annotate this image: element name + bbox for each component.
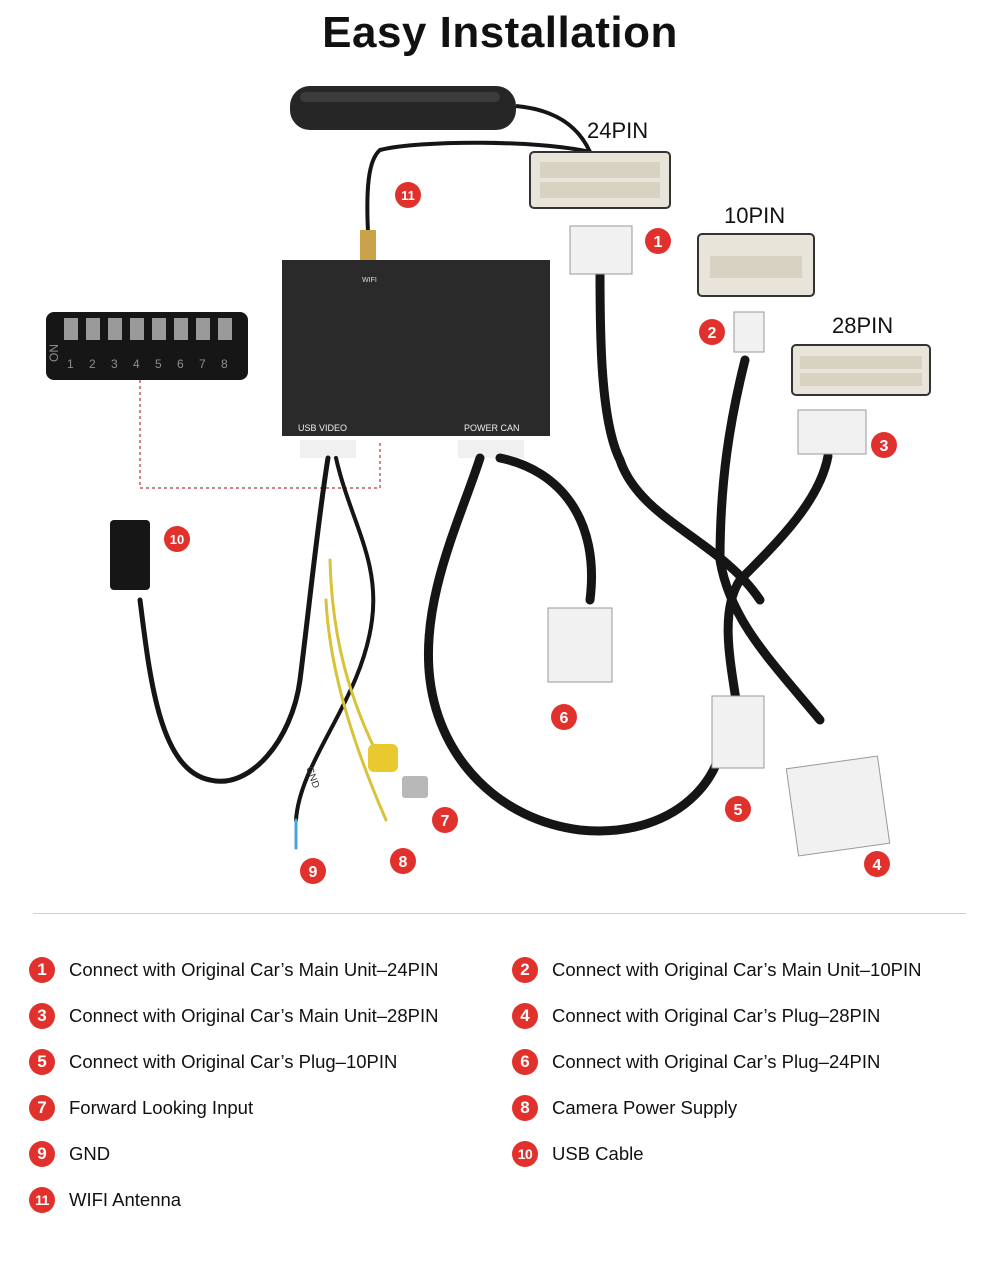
dip-number: 6	[177, 357, 184, 371]
legend-text: USB Cable	[552, 1143, 644, 1164]
dip-switch: ON 1 2 3 4 5 6 7 8	[46, 312, 381, 489]
legend-text: Camera Power Supply	[552, 1097, 738, 1118]
legend-badge: 2	[512, 957, 538, 983]
legend-badge: 3	[29, 1003, 55, 1029]
usb-video-label: USB VIDEO	[298, 423, 347, 433]
legend-item: 3 Connect with Original Car’s Main Unit–…	[29, 1003, 438, 1029]
legend-text: Connect with Original Car’s Main Unit–10…	[552, 959, 922, 980]
power-can-label: POWER CAN	[464, 423, 520, 433]
page-title: Easy Installation	[322, 8, 678, 57]
dip-number: 1	[67, 357, 74, 371]
legend-item: 5 Connect with Original Car’s Plug–10PIN	[29, 1049, 397, 1075]
legend-item: 8 Camera Power Supply	[512, 1095, 737, 1121]
marker-7: 7	[432, 807, 458, 833]
dip-number: 7	[199, 357, 206, 371]
svg-text:11: 11	[401, 188, 415, 203]
legend-item: 6 Connect with Original Car’s Plug–24PIN	[512, 1049, 880, 1075]
marker-11: 11	[395, 182, 421, 208]
dip-on-label: ON	[47, 344, 61, 362]
power-can-harness	[423, 265, 833, 836]
legend-text: WIFI Antenna	[69, 1189, 182, 1210]
legend-item: 10 USB Cable	[512, 1141, 644, 1167]
section-divider	[33, 913, 966, 914]
marker-2: 2	[699, 319, 725, 345]
legend-badge: 9	[29, 1141, 55, 1167]
legend-item: 4 Connect with Original Car’s Plug–28PIN	[512, 1003, 880, 1029]
connector-10pin-illustration	[697, 233, 815, 297]
wifi-antenna	[290, 86, 592, 260]
legend-text: Connect with Original Car’s Main Unit–24…	[69, 959, 439, 980]
legend-item: 2 Connect with Original Car’s Main Unit–…	[512, 957, 921, 983]
legend-text: Connect with Original Car’s Plug–28PIN	[552, 1005, 881, 1026]
marker-8: 8	[390, 848, 416, 874]
svg-text:8: 8	[399, 854, 408, 871]
legend-text: GND	[69, 1143, 111, 1164]
marker-10: 10	[164, 526, 190, 552]
legend-item: 7 Forward Looking Input	[29, 1095, 253, 1121]
svg-text:4: 4	[873, 857, 882, 874]
legend-item: 1 Connect with Original Car’s Main Unit–…	[29, 957, 438, 983]
legend-item: 11 WIFI Antenna	[29, 1187, 181, 1213]
usb-video-harness: GND	[110, 455, 428, 850]
legend-badge: 10	[512, 1141, 538, 1167]
dip-number: 4	[133, 357, 140, 371]
legend-badge: 8	[512, 1095, 538, 1121]
marker-6: 6	[551, 704, 577, 730]
connector-28pin-illustration	[791, 344, 931, 396]
svg-text:10: 10	[170, 532, 184, 547]
installation-diagram: WIFI USB VIDEO POWER CAN ON 1 2 3 4 5 6 …	[46, 86, 931, 884]
svg-text:9: 9	[309, 864, 318, 881]
legend-badge: 1	[29, 957, 55, 983]
dip-number: 3	[111, 357, 118, 371]
harness-connectors	[547, 225, 891, 857]
legend-item: 9 GND	[29, 1141, 110, 1167]
dip-number: 8	[221, 357, 228, 371]
legend-badge: 6	[512, 1049, 538, 1075]
label-10pin: 10PIN	[724, 203, 786, 228]
marker-1: 1	[645, 228, 671, 254]
marker-5: 5	[725, 796, 751, 822]
legend-text: Connect with Original Car’s Plug–24PIN	[552, 1051, 881, 1072]
connector-24pin-illustration	[529, 151, 671, 209]
svg-text:5: 5	[734, 802, 743, 819]
number-markers: 1 2 3 4 5 6 7 8 9 10 11	[164, 182, 897, 884]
svg-text:6: 6	[560, 710, 569, 727]
legend-text: Connect with Original Car’s Plug–10PIN	[69, 1051, 398, 1072]
interface-box: WIFI USB VIDEO POWER CAN	[282, 260, 550, 458]
wifi-port-label: WIFI	[362, 277, 377, 284]
label-24pin: 24PIN	[587, 118, 649, 143]
label-28pin: 28PIN	[832, 313, 894, 338]
marker-9: 9	[300, 858, 326, 884]
marker-4: 4	[864, 851, 890, 877]
svg-text:7: 7	[441, 813, 450, 830]
legend-badge: 4	[512, 1003, 538, 1029]
legend-badge: 11	[29, 1187, 55, 1213]
dip-number: 2	[89, 357, 96, 371]
svg-text:3: 3	[880, 438, 889, 455]
legend-badge: 7	[29, 1095, 55, 1121]
legend-text: Forward Looking Input	[69, 1097, 254, 1118]
svg-text:2: 2	[708, 325, 717, 342]
legend-badge: 5	[29, 1049, 55, 1075]
dip-number: 5	[155, 357, 162, 371]
svg-text:1: 1	[654, 234, 663, 251]
marker-3: 3	[871, 432, 897, 458]
legend-text: Connect with Original Car’s Main Unit–28…	[69, 1005, 439, 1026]
